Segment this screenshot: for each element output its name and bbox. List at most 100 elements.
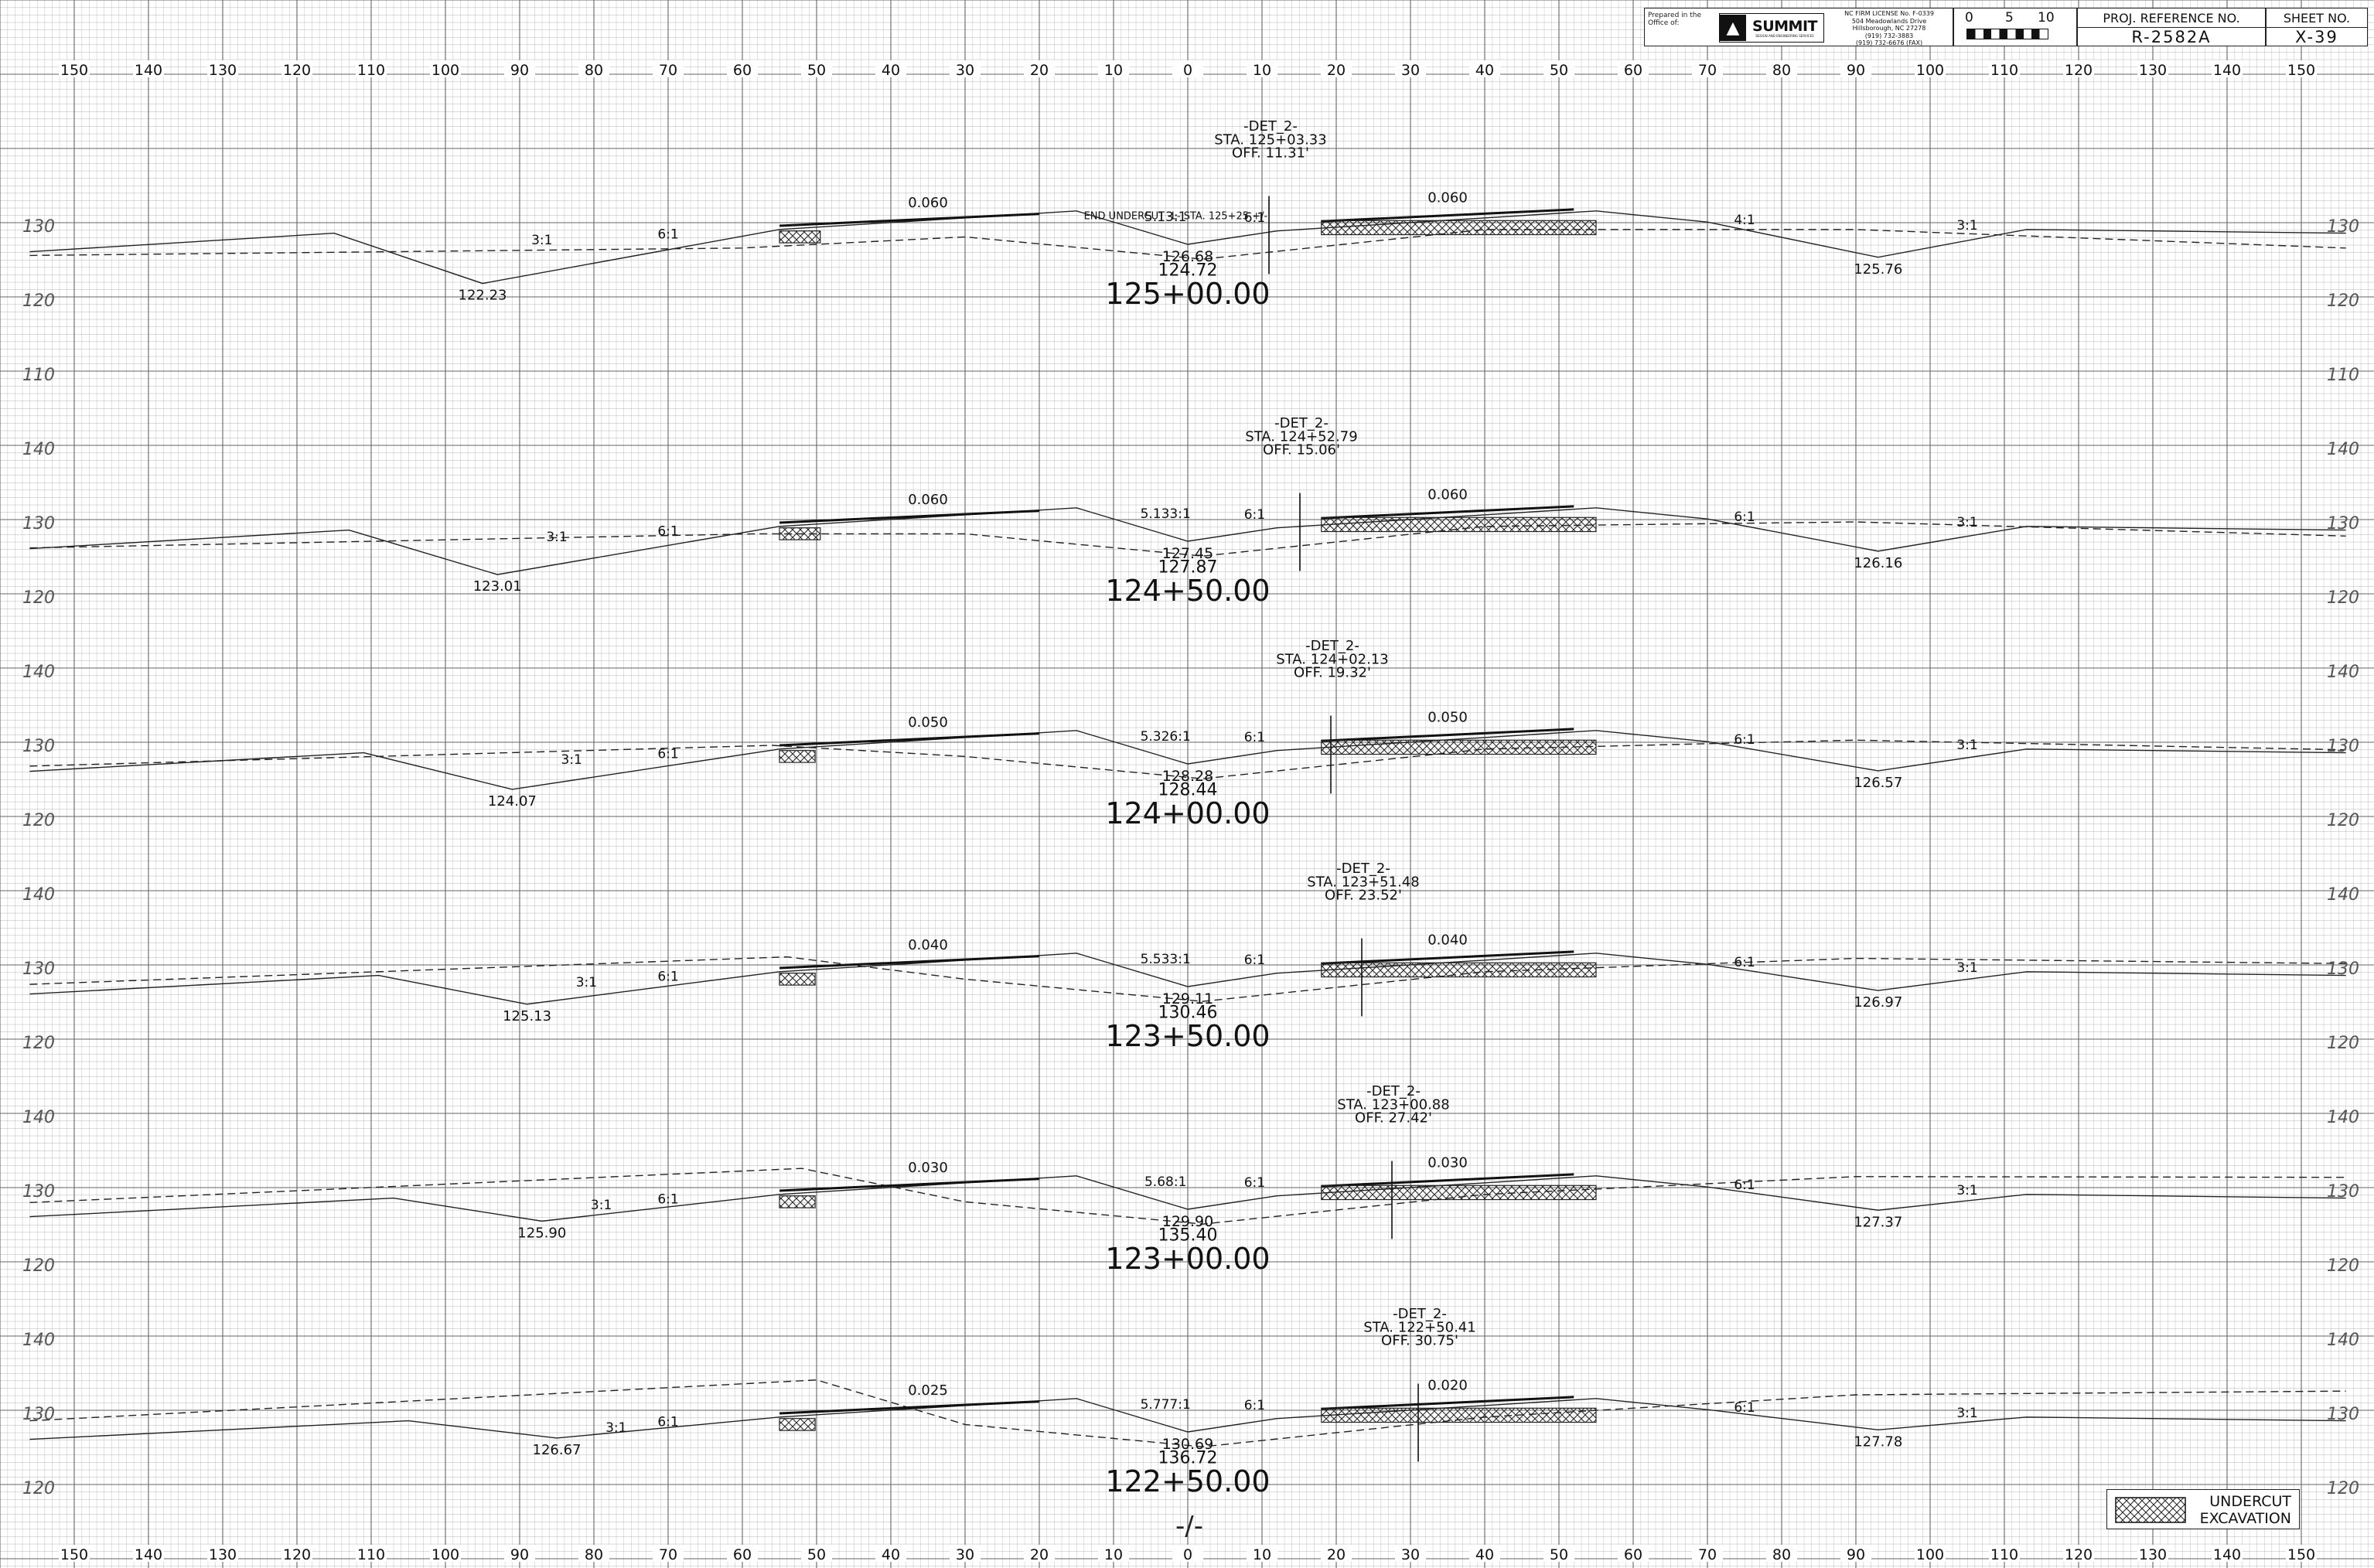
offset-label: 20: [1327, 1546, 1346, 1563]
det-station: STA. 123+51.48: [1307, 874, 1419, 890]
offset-label-bg: [1618, 1545, 1649, 1562]
offset-label-bg: [653, 60, 684, 77]
offset-label-bg: [1469, 60, 1500, 77]
elev-label-left: 130: [22, 737, 55, 756]
project-reference-block: PROJ. REFERENCE NO. R-2582A: [2077, 8, 2266, 46]
cross-slope-left: 0.060: [908, 195, 948, 211]
offset-label-bg: [1766, 60, 1797, 77]
det-label: -DET_2-: [1366, 1083, 1421, 1099]
legend-label-excavation: EXCAVATION: [2199, 1510, 2291, 1527]
slope-ratio: 6:1: [1244, 1175, 1265, 1191]
det-offset: OFF. 27.42': [1355, 1110, 1432, 1127]
offset-label-bg: [59, 1545, 90, 1562]
elev-label-left: 120: [22, 588, 55, 608]
cross-slope-left: 0.040: [908, 937, 948, 953]
offset-label-bg: [1915, 1545, 1946, 1562]
scale-label-5: 5: [2005, 10, 2014, 26]
firm-name: SUMMIT: [1752, 17, 1817, 35]
existing-ground-line: [29, 739, 2346, 779]
offset-label: 110: [357, 1546, 385, 1563]
slope-ratio: 3:1: [1956, 1183, 1977, 1198]
offset-label-bg: [1395, 1545, 1426, 1562]
undercut-legend: UNDERCUT EXCAVATION: [2106, 1489, 2300, 1529]
offset-label-bg: [727, 1545, 758, 1562]
existing-ground-line: [29, 956, 2346, 1002]
elev-label-right: 120: [2327, 1034, 2359, 1053]
offset-label: 20: [1030, 1546, 1049, 1563]
offset-label-bg: [59, 60, 90, 77]
elev-label-right: 120: [2327, 588, 2359, 608]
firm-license: NC FIRM LICENSE No. F-0339: [1844, 10, 1934, 17]
undercut-area-left: [779, 750, 816, 763]
offset-label: 110: [1990, 1546, 2018, 1563]
ditch-elev-right: 126.57: [1854, 775, 1902, 791]
slope-ratio: 3:1: [1956, 218, 1977, 233]
offset-label-bg: [1469, 1545, 1500, 1562]
proj-ref-value: R-2582A: [2131, 28, 2212, 46]
det-offset: OFF. 15.06': [1263, 442, 1340, 458]
station-label: 125+00.00: [1105, 277, 1270, 311]
offset-label-bg: [2137, 1545, 2168, 1562]
undercut-area-left: [779, 527, 821, 540]
undercut-area-right: [1321, 516, 1597, 533]
elev-label-left: 120: [22, 291, 55, 311]
centerline-elev-1: 126.68: [1162, 248, 1213, 265]
offset-label: 40: [1475, 1546, 1494, 1563]
slope-ratio: 3:1: [576, 975, 597, 990]
offset-label: 100: [431, 1546, 459, 1563]
offset-label: 10: [1104, 1546, 1123, 1563]
ditch-elev-left: 126.67: [533, 1442, 582, 1458]
offset-label-bg: [1024, 1545, 1055, 1562]
undercut-area-left: [779, 973, 816, 986]
elev-label-right: 130: [2327, 1182, 2359, 1202]
slope-ratio: 5.777:1: [1141, 1397, 1191, 1413]
proposed-template-line: [29, 730, 2346, 790]
offset-label-bg: [1989, 60, 2020, 77]
offset-label-bg: [578, 60, 609, 77]
offset-label-bg: [1766, 1545, 1797, 1562]
elev-label-right: 140: [2327, 1331, 2359, 1350]
offset-label: 50: [807, 62, 826, 79]
station-label: 124+00.00: [1105, 796, 1270, 830]
undercut-area-right: [1321, 962, 1597, 978]
offset-label-bg: [727, 60, 758, 77]
offset-label: 100: [431, 62, 459, 79]
offset-label-bg: [1098, 60, 1129, 77]
centerline-elev-1: 127.45: [1162, 545, 1213, 562]
slope-ratio: 5.13:1: [1144, 210, 1186, 225]
offset-label: 70: [1698, 62, 1717, 79]
det-label: -DET_2-: [1336, 861, 1390, 877]
centerline-elev-2: 128.44: [1158, 780, 1218, 799]
proposed-template-line: [29, 210, 2346, 285]
offset-label-bg: [430, 1545, 461, 1562]
offset-label: 10: [1253, 62, 1271, 79]
det-station: STA. 124+02.13: [1276, 651, 1388, 667]
firm-subtitle: DESIGN AND ENGINEERING SERVICES: [1755, 33, 1814, 38]
elev-label-left: 120: [22, 1479, 55, 1498]
ditch-elev-right: 126.97: [1854, 994, 1902, 1011]
offset-label-bg: [875, 1545, 906, 1562]
elev-label-right: 130: [2327, 960, 2359, 979]
pavement-left: [779, 213, 1040, 227]
det-label: -DET_2-: [1274, 415, 1329, 431]
slope-ratio: 6:1: [1244, 507, 1265, 523]
elev-label-right: 130: [2327, 737, 2359, 756]
offset-label: 60: [1624, 1546, 1642, 1563]
elev-label-left: 130: [22, 1182, 55, 1202]
slope-ratio: 5.533:1: [1141, 952, 1191, 967]
offset-label-bg: [2212, 1545, 2243, 1562]
offset-label-bg: [1247, 1545, 1277, 1562]
elev-label-left: 130: [22, 960, 55, 979]
det-station: STA. 125+03.33: [1214, 131, 1326, 148]
arrow-up-icon: ▲: [1720, 15, 1746, 41]
det-offset: OFF. 30.75': [1381, 1333, 1458, 1349]
prepared-label: Prepared in the Office of:: [1648, 12, 1701, 27]
offset-label: 20: [1030, 62, 1049, 79]
station-label: 122+50.00: [1105, 1464, 1270, 1498]
offset-label-bg: [207, 1545, 238, 1562]
graphic-scale: 0 5 10: [1953, 8, 2077, 46]
cross-slope-left: 0.030: [908, 1160, 948, 1176]
offset-label: 130: [2139, 1546, 2167, 1563]
pavement-left: [779, 510, 1040, 524]
